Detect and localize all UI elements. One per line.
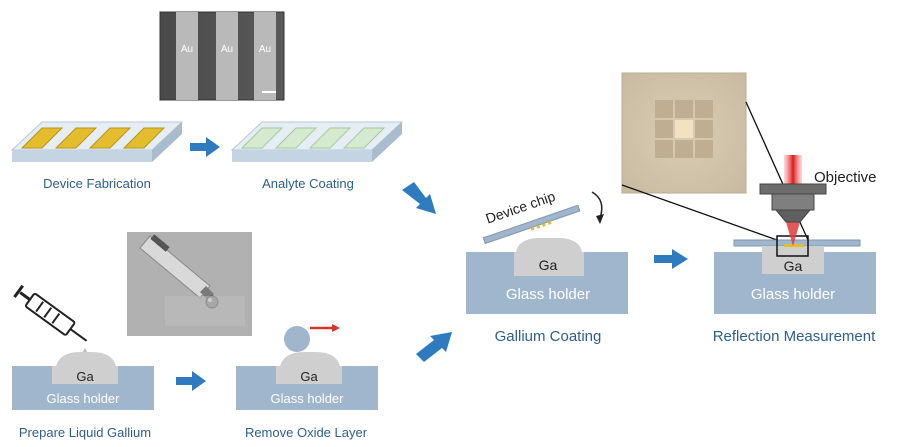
step-caption-remove-oxide-layer: Remove Oxide Layer — [245, 425, 368, 440]
chip-photo — [621, 72, 747, 194]
ga-label: Ga — [76, 369, 94, 384]
device-substrate — [10, 121, 184, 162]
glass-holder-prepare: Ga Glass holder — [12, 352, 154, 410]
glass-holder-label: Glass holder — [506, 286, 590, 303]
sem-image: Au Au Au — [159, 11, 285, 101]
step-caption-prepare-liquid-gallium: Prepare Liquid Gallium — [19, 425, 151, 440]
glass-holder-label: Glass holder — [271, 391, 345, 406]
ga-label: Ga — [300, 369, 318, 384]
analyte-substrate — [230, 121, 404, 162]
arrow-diagonal-up-icon — [416, 332, 452, 362]
au-label: Au — [259, 44, 271, 55]
ga-label: Ga — [784, 258, 803, 274]
device-chip — [482, 204, 581, 245]
arrow-right-icon — [654, 249, 688, 269]
step-caption-reflection-measurement: Reflection Measurement — [713, 328, 876, 345]
pixel-array — [655, 100, 713, 158]
glass-holder-remove-oxide: Ga Glass holder — [236, 324, 378, 410]
reflection-measurement-setup: Ga Glass holder Objective — [714, 155, 877, 314]
au-label: Au — [221, 44, 233, 55]
gold-electrodes — [20, 127, 166, 149]
gallium-coating-setup: Ga Glass holder Device chip — [466, 188, 628, 314]
arrow-diagonal-down-icon — [402, 182, 436, 214]
au-label: Au — [181, 44, 193, 55]
syringe-icon — [13, 284, 88, 356]
ga-label: Ga — [539, 257, 558, 273]
laser-focus — [784, 215, 802, 246]
step-caption-device-fabrication: Device Fabrication — [43, 176, 151, 191]
step-caption-analyte-coating: Analyte Coating — [262, 176, 354, 191]
glass-holder-label: Glass holder — [751, 286, 835, 303]
objective-lens-icon — [759, 183, 827, 223]
arrow-right-icon — [176, 371, 206, 391]
au-electrode — [216, 12, 238, 100]
step-caption-gallium-coating: Gallium Coating — [495, 328, 602, 345]
zoom-line — [621, 184, 778, 241]
au-electrode — [254, 12, 276, 100]
syringe-photo — [127, 232, 252, 336]
laser-beam — [784, 155, 802, 185]
analyte-coated-electrodes — [240, 127, 386, 149]
objective-label: Objective — [814, 169, 877, 186]
scale-bar — [262, 91, 276, 93]
arrow-right-icon — [190, 137, 220, 157]
flip-arrow-icon — [591, 191, 603, 219]
au-electrode — [176, 12, 198, 100]
oxide-droplet — [284, 326, 310, 352]
glass-holder-label: Glass holder — [47, 391, 121, 406]
